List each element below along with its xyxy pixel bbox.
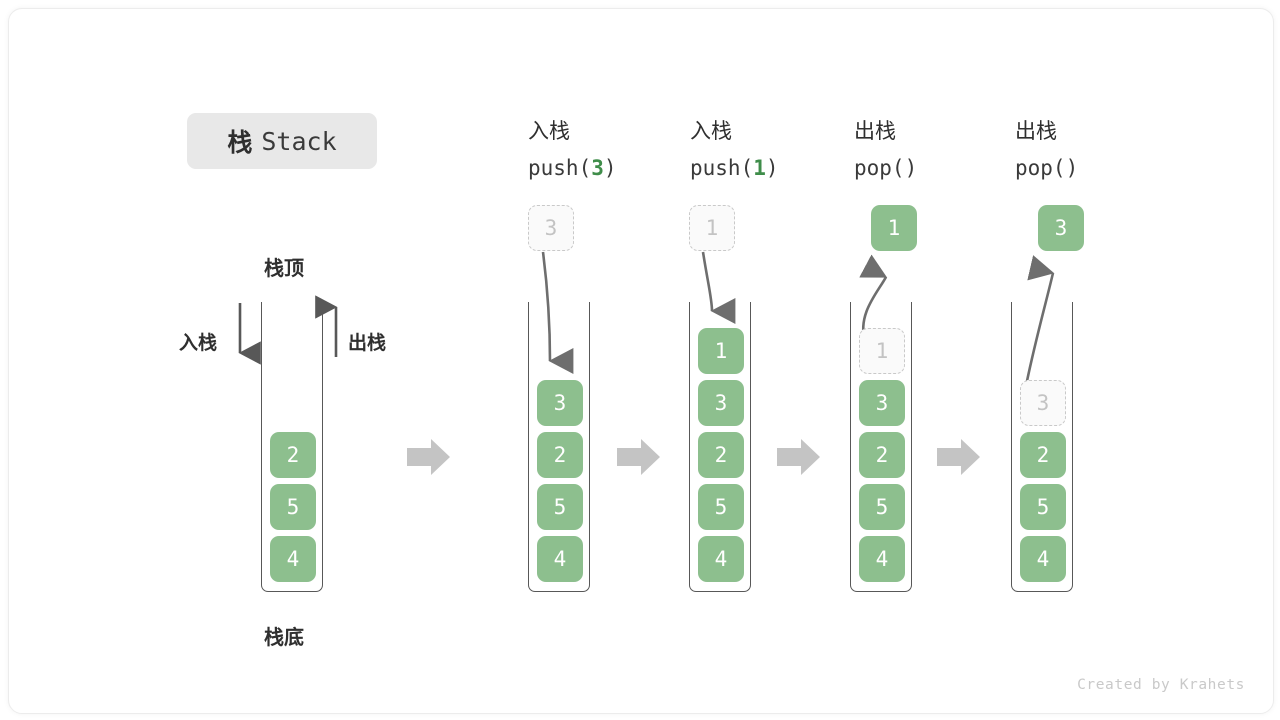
header-push-1: 入栈 push(1) [690,114,779,186]
stack-container-initial: 2 5 4 [261,302,323,592]
float-cell-pop-3: 3 [1038,205,1084,251]
stack-cell: 4 [270,536,316,582]
separator-arrow-3 [777,437,821,482]
stack-cell: 5 [698,484,744,530]
stack-cell [1020,328,1066,374]
label-stack-bottom: 栈底 [264,627,304,649]
stack-cell: 5 [537,484,583,530]
stack-cell: 1 [859,328,905,374]
separator-arrow-1 [407,437,451,482]
float-cell-push-1: 1 [689,205,735,251]
stack-cells-pop-1: 1 3 2 5 4 [851,328,913,588]
header-push-1-code: push(1) [690,156,779,180]
stack-cell: 2 [1020,432,1066,478]
stack-cell: 2 [859,432,905,478]
header-pop-1-code: pop() [854,156,918,180]
stack-cells-push-3: 3 2 5 4 [529,380,591,588]
separator-arrow-4 [937,437,981,482]
stack-cell: 5 [859,484,905,530]
stack-cell: 4 [537,536,583,582]
title-cn: 栈 [227,129,253,157]
stack-cell: 5 [1020,484,1066,530]
header-push-3-code: push(3) [528,156,617,180]
stack-cell: 3 [537,380,583,426]
diagram-canvas: 栈 Stack 栈顶 入栈 出栈 2 [8,8,1274,714]
stack-cell: 3 [1020,380,1066,426]
stack-cell: 2 [698,432,744,478]
header-push-1-arg: 1 [753,156,766,180]
separator-arrow-2 [617,437,661,482]
header-pop-1-cn: 出栈 [854,120,896,143]
header-pop-3-code: pop() [1015,156,1079,180]
stack-cell: 2 [270,432,316,478]
stack-cell: 5 [270,484,316,530]
float-cell-push-3: 3 [528,205,574,251]
stack-cell: 2 [537,432,583,478]
stack-cell: 4 [698,536,744,582]
watermark: Created by Krahets [1077,677,1245,693]
stack-cells-initial: 2 5 4 [262,432,324,588]
header-push-3-arg: 3 [591,156,604,180]
header-pop-3: 出栈 pop() [1015,114,1078,186]
label-pop-side: 出栈 [348,333,387,354]
stack-cell: 3 [698,380,744,426]
stack-cell: 4 [859,536,905,582]
header-push-3: 入栈 push(3) [528,114,617,186]
stack-container-push-1: 1 3 2 5 4 [689,302,751,592]
stack-cell: 1 [698,328,744,374]
stack-cells-pop-3: 3 2 5 4 [1012,328,1074,588]
label-push-side: 入栈 [179,333,218,354]
title-chip: 栈 Stack [187,113,377,169]
stack-cells-push-1: 1 3 2 5 4 [690,328,752,588]
stack-cell: 4 [1020,536,1066,582]
stack-cell: 3 [859,380,905,426]
stack-container-push-3: 3 2 5 4 [528,302,590,592]
stack-container-pop-1: 1 3 2 5 4 [850,302,912,592]
stack-container-pop-3: 3 2 5 4 [1011,302,1073,592]
label-stack-top: 栈顶 [264,258,304,280]
header-pop-1: 出栈 pop() [854,114,917,186]
header-push-1-cn: 入栈 [690,120,732,143]
title-en: Stack [261,126,337,156]
float-cell-pop-1: 1 [871,205,917,251]
header-push-3-cn: 入栈 [528,120,570,143]
header-pop-3-cn: 出栈 [1015,120,1057,143]
